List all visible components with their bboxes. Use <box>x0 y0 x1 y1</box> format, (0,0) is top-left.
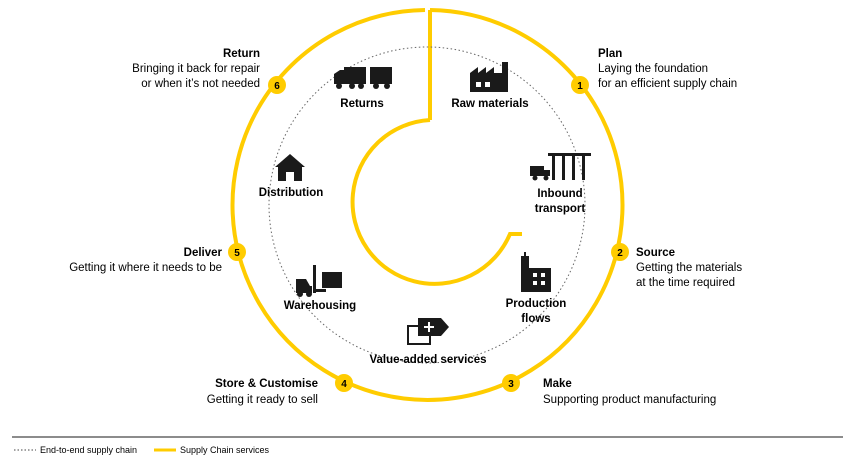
step-desc: Supporting product manufacturing <box>543 394 716 406</box>
step-text-store: Store & Customise Getting it ready to se… <box>207 378 318 406</box>
legend-label: End-to-end supply chain <box>40 445 137 455</box>
outer-accent-ring <box>230 8 625 402</box>
step-desc: Getting it where it needs to be <box>69 262 222 274</box>
step-text-deliver: Deliver Getting it where it needs to be <box>69 247 222 274</box>
step-title: Plan <box>598 48 622 60</box>
service-production-flows: Production flows <box>506 252 567 325</box>
step-text-plan: Plan Laying the foundation for an effici… <box>598 48 737 90</box>
service-label: Distribution <box>259 187 324 199</box>
step-marker-3: 3 <box>502 374 520 392</box>
service-label: Inbound <box>537 188 582 200</box>
service-label: flows <box>521 313 550 325</box>
dotted-supply-chain-circle <box>268 46 586 364</box>
legend-item-services: Supply Chain services <box>154 445 270 455</box>
step-marker-5: 5 <box>228 243 246 261</box>
service-warehousing: Warehousing <box>284 265 356 312</box>
step-desc: Bringing it back for repair <box>132 63 260 75</box>
step-title: Source <box>636 247 675 259</box>
step-desc: at the time required <box>636 277 735 289</box>
service-raw-materials: Raw materials <box>451 62 529 110</box>
forklift-icon <box>296 265 342 297</box>
service-label: Value-added services <box>370 354 487 366</box>
service-distribution: Distribution <box>259 154 324 199</box>
step-desc: Getting it ready to sell <box>207 394 318 406</box>
step-text-source: Source Getting the materials at the time… <box>636 247 742 289</box>
step-desc: or when it’s not needed <box>141 78 260 90</box>
service-label: Raw materials <box>451 98 528 110</box>
legend-item-end-to-end: End-to-end supply chain <box>14 445 137 455</box>
step-text-make: Make Supporting product manufacturing <box>543 378 716 406</box>
step-marker-4: 4 <box>335 374 353 392</box>
service-label: transport <box>535 203 586 215</box>
step-number: 5 <box>234 248 240 259</box>
step-text-return: Return Bringing it back for repair or wh… <box>132 48 260 90</box>
step-number: 1 <box>577 81 583 92</box>
step-title: Return <box>223 48 260 60</box>
trucks-icon <box>334 67 392 89</box>
truck-warehouse-icon <box>530 153 591 181</box>
service-inbound-transport: Inbound transport <box>530 153 591 215</box>
step-marker-6: 6 <box>268 76 286 94</box>
package-plus-icon <box>407 318 449 345</box>
step-title: Deliver <box>184 247 223 259</box>
step-desc: Getting the materials <box>636 262 742 274</box>
step-marker-2: 2 <box>611 243 629 261</box>
service-label: Returns <box>340 98 383 110</box>
service-returns: Returns <box>334 67 392 110</box>
step-number: 3 <box>508 379 514 390</box>
step-marker-1: 1 <box>571 76 589 94</box>
step-number: 4 <box>341 379 347 390</box>
service-value-added: Value-added services <box>370 318 487 366</box>
step-desc: Laying the foundation <box>598 63 708 75</box>
service-label: Production <box>506 298 567 310</box>
inner-accent-arc <box>350 118 522 286</box>
factory-icon <box>470 62 508 92</box>
step-title: Store & Customise <box>215 378 318 390</box>
house-icon <box>275 154 305 181</box>
step-title: Make <box>543 378 572 390</box>
step-number: 6 <box>274 81 280 92</box>
step-desc: for an efficient supply chain <box>598 78 737 90</box>
legend-label: Supply Chain services <box>180 445 270 455</box>
building-icon <box>521 252 551 292</box>
service-label: Warehousing <box>284 300 356 312</box>
step-number: 2 <box>617 248 623 259</box>
